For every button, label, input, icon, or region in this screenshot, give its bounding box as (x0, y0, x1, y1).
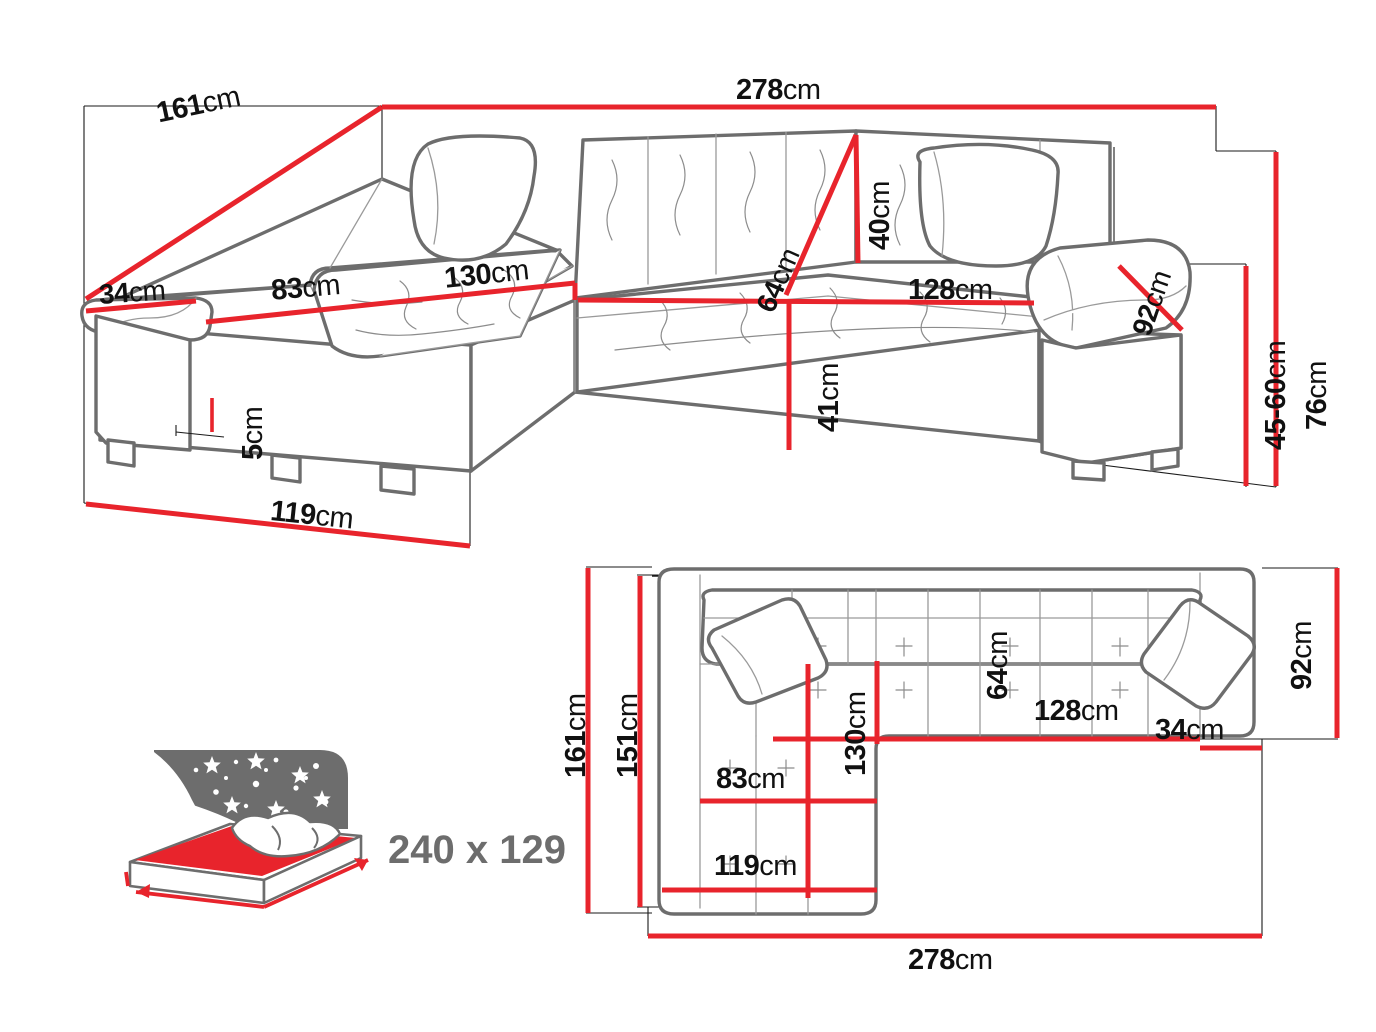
dim-label-leg-5: 5cm (237, 406, 269, 460)
plan-dim-label-128: 128cm (1034, 695, 1119, 727)
plan-dimension-lines (585, 568, 1340, 939)
plan-dim-label-130: 130cm (840, 691, 872, 776)
plan-dim-label-278: 278cm (908, 944, 993, 976)
dim-label-backrest-40: 40cm (864, 181, 896, 250)
dim-label-seat-depth-83: 83cm (269, 268, 342, 307)
dim-label-armrest-34: 34cm (97, 274, 167, 310)
plan-sofa-drawing (657, 567, 1256, 916)
dim-label-seat-height-41: 41cm (813, 363, 845, 432)
plan-dim-label-119: 119cm (714, 850, 797, 882)
perspective-sofa-drawing (80, 129, 1192, 496)
plan-dim-label-64: 64cm (982, 631, 1014, 700)
plan-dim-label-83: 83cm (716, 763, 785, 795)
dim-label-total-height-76: 76cm (1301, 361, 1333, 430)
plan-dim-label-92: 92cm (1286, 621, 1318, 690)
plan-dim-label-151: 151cm (612, 693, 644, 778)
perspective-dimension-lines (84, 104, 1279, 549)
sleeping-area-label: 240 x 129 (388, 828, 566, 872)
dim-label-seat-height-range: 45-60cm (1260, 340, 1292, 450)
bed-with-stars-icon (124, 750, 369, 909)
dim-label-seat-width-128: 128cm (908, 274, 993, 306)
plan-dim-label-161: 161cm (560, 693, 592, 778)
plan-dim-label-34: 34cm (1155, 714, 1224, 746)
dim-label-width-278: 278cm (736, 74, 821, 106)
